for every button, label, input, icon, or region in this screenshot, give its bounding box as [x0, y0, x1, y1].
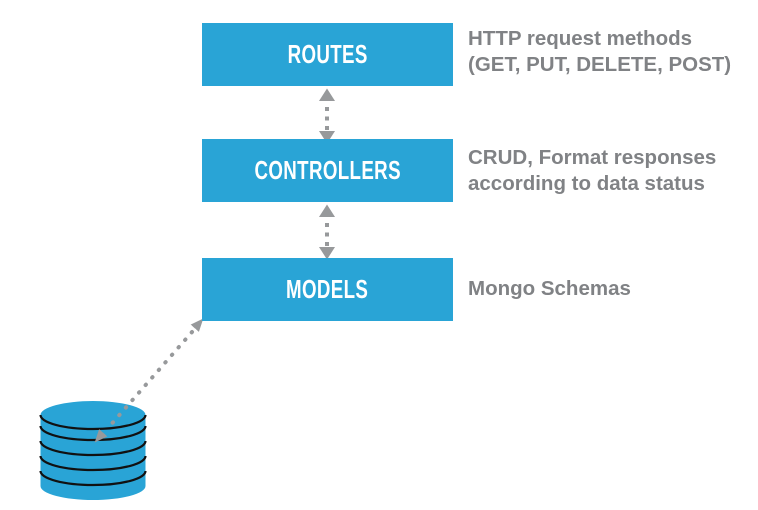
controllers-description: CRUD, Format responses according to data… [468, 145, 753, 197]
routes-description-line2: (GET, PUT, DELETE, POST) [468, 53, 732, 76]
controllers-models-dotted-arrow-icon [319, 204, 335, 260]
controllers-description-line2: according to data status [468, 172, 705, 195]
controllers-box: CONTROLLERS [202, 139, 453, 202]
models-description-line1: Mongo Schemas [468, 277, 631, 300]
models-description: Mongo Schemas [468, 276, 753, 302]
controllers-description-line1: CRUD, Format responses [468, 146, 717, 169]
routes-description: HTTP request methods (GET, PUT, DELETE, … [468, 26, 753, 78]
models-label: MODELS [286, 274, 369, 304]
routes-controllers-dotted-arrow-icon [319, 88, 335, 144]
controllers-label: CONTROLLERS [254, 155, 401, 185]
models-box: MODELS [202, 258, 453, 321]
models-database-dotted-arrow-icon [94, 318, 204, 443]
routes-label: ROUTES [287, 39, 368, 69]
routes-description-line1: HTTP request methods [468, 27, 693, 50]
routes-box: ROUTES [202, 23, 453, 86]
